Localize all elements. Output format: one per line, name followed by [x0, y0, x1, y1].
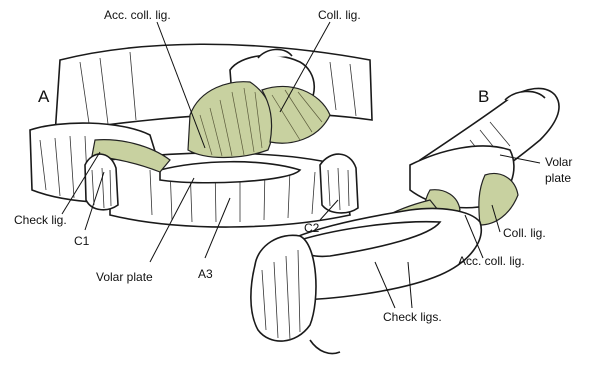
label-c1: C1 [74, 234, 89, 248]
panel-label-b: B [478, 88, 489, 106]
panel-label-a: A [38, 88, 49, 106]
label-volar-plate-a: Volar plate [96, 270, 153, 284]
label-coll-lig-b: Coll. lig. [503, 226, 546, 240]
label-c2: C2 [304, 221, 319, 235]
label-check-lig: Check lig. [14, 213, 67, 227]
label-acc-coll-lig-a: Acc. coll. lig. [104, 8, 171, 22]
label-a3: A3 [198, 267, 213, 281]
label-coll-lig-a: Coll. lig. [318, 8, 361, 22]
panel-a-drawing [30, 44, 372, 227]
label-volar-plate-b-line2: plate [545, 171, 571, 185]
label-volar-plate-b-line1: Volar [545, 155, 572, 169]
label-acc-coll-lig-b: Acc. coll. lig. [458, 254, 525, 268]
label-check-ligs: Check ligs. [383, 310, 442, 324]
